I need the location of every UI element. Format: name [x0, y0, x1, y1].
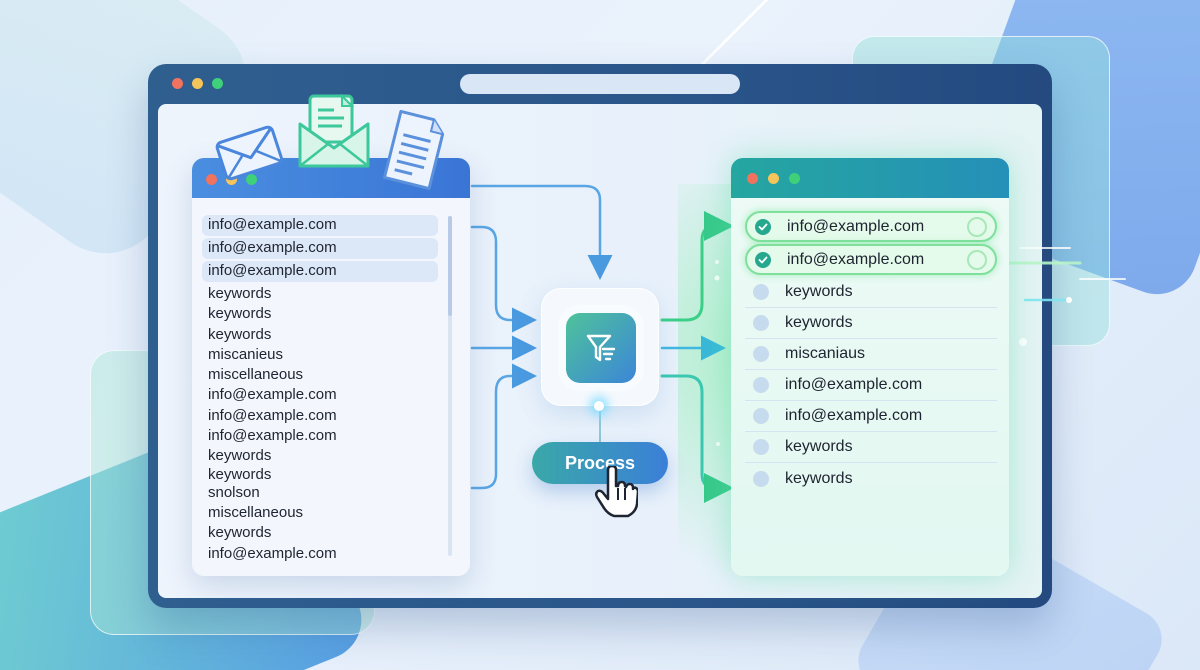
close-button[interactable]	[206, 174, 217, 185]
check-icon	[758, 223, 768, 230]
maximize-button[interactable]	[246, 174, 257, 185]
unchecked-checkbox[interactable]	[753, 408, 769, 424]
list-item[interactable]: keywords	[745, 277, 997, 308]
minimize-button[interactable]	[192, 78, 203, 89]
list-item[interactable]: info@example.com	[208, 544, 337, 562]
url-bar[interactable]	[460, 74, 740, 94]
filter-processor-card	[541, 288, 659, 406]
unchecked-checkbox[interactable]	[753, 377, 769, 393]
document-icon	[382, 110, 445, 190]
minimize-button[interactable]	[768, 173, 779, 184]
list-item[interactable]: info@example.com	[745, 370, 997, 401]
check-icon	[758, 256, 768, 263]
checked-checkbox[interactable]	[755, 218, 771, 235]
list-item[interactable]: keywords	[208, 325, 272, 343]
list-item[interactable]: miscanieus	[208, 345, 284, 363]
close-button[interactable]	[172, 78, 183, 89]
list-item[interactable]: keywords	[208, 285, 272, 302]
list-item[interactable]: info@example.com	[208, 427, 337, 445]
list-item[interactable]: snolson	[208, 483, 260, 501]
maximize-button[interactable]	[789, 173, 800, 184]
list-item[interactable]: keywords	[745, 463, 997, 494]
list-item[interactable]: info@example.com	[202, 215, 438, 236]
item-label: info@example.com	[787, 250, 925, 268]
glow-spark	[594, 401, 604, 411]
item-label: keywords	[785, 314, 853, 331]
result-list: info@example.com info@example.com keywor…	[745, 211, 997, 494]
list-item[interactable]: info@example.com	[208, 406, 337, 424]
open-envelope-with-document-icon	[298, 94, 370, 168]
maximize-button[interactable]	[212, 78, 223, 89]
list-item[interactable]: keywords	[208, 447, 272, 465]
unchecked-checkbox[interactable]	[753, 346, 769, 362]
item-label: info@example.com	[787, 217, 925, 235]
scrollbar-thumb[interactable]	[448, 216, 452, 316]
result-panel-titlebar	[731, 158, 1009, 198]
item-label: keywords	[785, 283, 853, 300]
unchecked-checkbox[interactable]	[753, 439, 769, 455]
filter-icon-tile[interactable]	[566, 313, 636, 383]
envelope-icon	[215, 125, 283, 181]
list-item[interactable]: miscellaneous	[208, 366, 304, 384]
list-item[interactable]: keywords	[745, 432, 997, 463]
process-button[interactable]: Process	[532, 442, 668, 484]
checked-checkbox[interactable]	[755, 251, 771, 268]
list-item[interactable]: info@example.com	[202, 261, 438, 282]
source-list: info@example.com info@example.com info@e…	[202, 215, 438, 564]
list-item[interactable]: info@example.com	[745, 401, 997, 432]
list-item[interactable]: info@example.com	[202, 238, 438, 259]
unchecked-checkbox[interactable]	[753, 470, 769, 487]
item-label: info@example.com	[785, 376, 923, 393]
list-item-selected[interactable]: info@example.com	[745, 211, 997, 242]
close-button[interactable]	[747, 173, 758, 184]
radio-ring-icon[interactable]	[967, 216, 987, 237]
list-item-selected[interactable]: info@example.com	[745, 244, 997, 275]
list-item[interactable]: miscaniaus	[745, 339, 997, 370]
source-list-panel: info@example.com info@example.com info@e…	[192, 158, 470, 576]
item-label: keywords	[785, 469, 853, 487]
unchecked-checkbox[interactable]	[753, 315, 769, 331]
hand-pointer-icon	[594, 466, 638, 518]
list-item[interactable]: miscellaneous	[208, 503, 304, 521]
list-item[interactable]: info@example.com	[208, 386, 337, 404]
window-controls	[747, 173, 800, 184]
list-item[interactable]: keywords	[208, 524, 272, 542]
result-list-panel: info@example.com info@example.com keywor…	[731, 158, 1009, 576]
list-item[interactable]: keywords	[208, 465, 272, 483]
window-controls	[172, 78, 223, 89]
item-label: keywords	[785, 438, 853, 455]
list-item[interactable]: keywords	[745, 308, 997, 339]
unchecked-checkbox[interactable]	[753, 284, 769, 300]
item-label: miscaniaus	[785, 345, 866, 362]
scrollbar[interactable]	[448, 216, 452, 556]
item-label: info@example.com	[785, 407, 923, 424]
radio-ring-icon[interactable]	[967, 249, 987, 270]
list-item[interactable]: keywords	[208, 305, 272, 323]
filter-funnel-icon	[586, 334, 616, 362]
connector-line	[599, 406, 601, 442]
